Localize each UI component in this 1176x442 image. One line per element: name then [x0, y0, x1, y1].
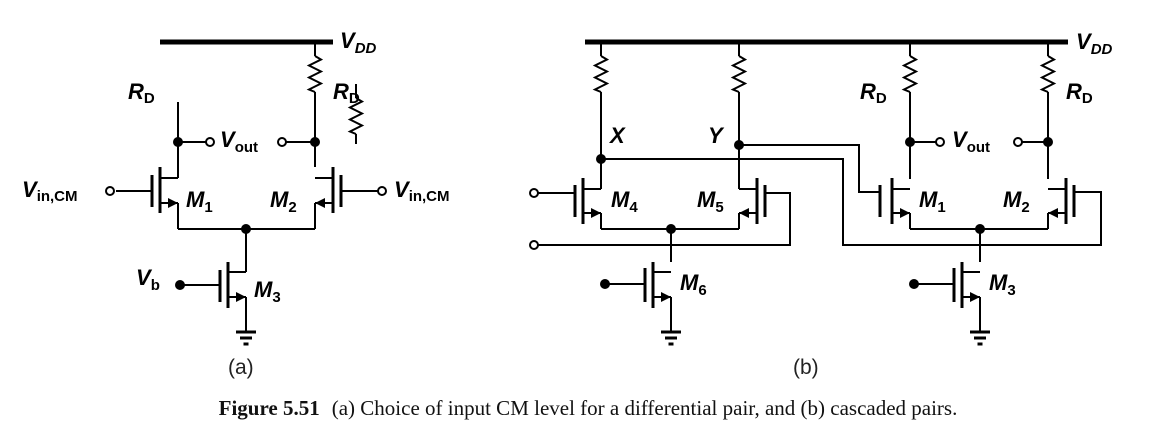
figure-caption: Figure 5.51 (a) Choice of input CM level …: [0, 396, 1176, 421]
transistor-m1-b: [873, 178, 911, 229]
resistor-right-b: [1041, 41, 1055, 103]
m2-label-a: M2: [270, 187, 297, 216]
node-x-label-b: X: [608, 123, 626, 148]
transistor-m4-b: [538, 178, 602, 229]
vout-label-b: Vout: [952, 127, 990, 156]
panel-label-a: (a): [228, 356, 254, 379]
resistor-right-a: [308, 41, 322, 103]
labels-b: VDD X Y RD RD Vout M4 M5 M1 M2 M6 M3 (b): [608, 29, 1113, 379]
vdd-label-a: VDD: [340, 28, 377, 57]
m6-label-b: M6: [680, 270, 707, 299]
ground-m6-b: [659, 316, 683, 346]
rd-left-label-b: RD: [860, 79, 887, 107]
rd-right-label-a: RD: [333, 79, 360, 107]
node-y-label-b: Y: [708, 123, 725, 148]
m1-label-b: M1: [919, 187, 946, 216]
vin-right-label-a: Vin,CM: [394, 177, 450, 205]
vout-label-a: Vout: [220, 127, 258, 156]
figure-number: Figure 5.51: [218, 396, 320, 420]
resistor-y-b: [732, 41, 746, 103]
vin-left-label-a: Vin,CM: [22, 177, 78, 205]
transistor-m5-b: [738, 178, 767, 229]
rd-left-label-a: RD: [128, 79, 155, 107]
circuit-a: [105, 39, 387, 346]
m1-label-a: M1: [186, 187, 213, 216]
rd-right-label-b: RD: [1066, 79, 1093, 107]
transistor-m2-b: [1047, 178, 1086, 229]
labels-a: VDD RD RD Vout Vin,CM Vin,CM M1 M2 Vb M3…: [22, 28, 450, 379]
m2-label-b: M2: [1003, 187, 1030, 216]
vdd-label-b: VDD: [1076, 29, 1113, 58]
m3-label-b: M3: [989, 270, 1016, 299]
ground-m3-b: [968, 316, 992, 346]
circuit-b: [529, 39, 1102, 346]
vb-label-a: Vb: [136, 265, 160, 294]
m3-label-a: M3: [254, 277, 281, 306]
m4-label-b: M4: [611, 187, 638, 216]
transistor-m1-a: [116, 167, 179, 229]
figure-caption-text: (a) Choice of input CM level for a diffe…: [331, 396, 958, 420]
resistor-left-b: [903, 41, 917, 103]
m5-label-b: M5: [697, 187, 724, 216]
panel-label-b: (b): [793, 356, 819, 379]
transistor-m3-a: [180, 262, 247, 318]
transistor-m2-a: [314, 167, 378, 229]
resistor-x-b: [594, 41, 608, 103]
ground-a: [234, 316, 258, 346]
transistor-m6-b: [605, 262, 672, 318]
transistor-m3-b: [914, 262, 981, 318]
